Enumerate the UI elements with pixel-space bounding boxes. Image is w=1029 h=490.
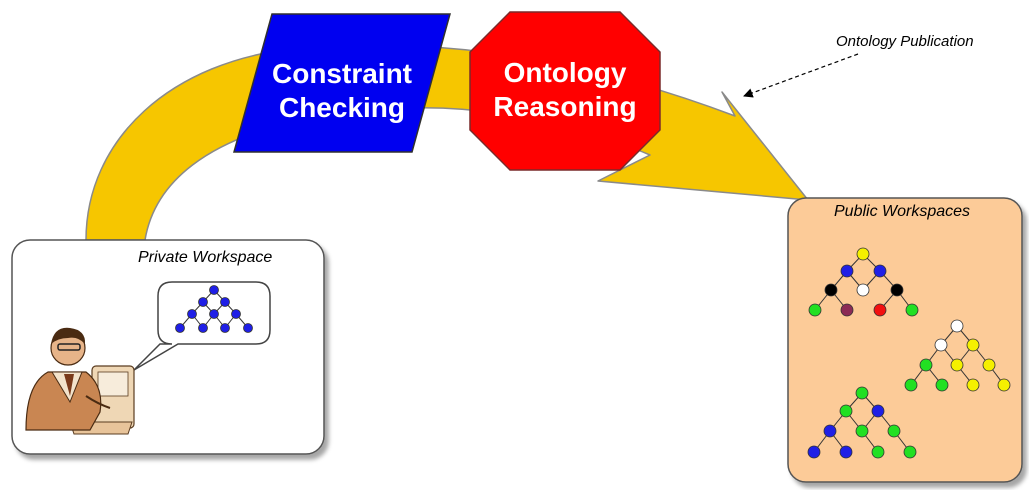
tree-node	[839, 404, 853, 418]
tree-node	[873, 303, 887, 317]
tree-node	[856, 283, 870, 297]
private-ontology-tree	[175, 285, 253, 333]
person-at-computer-icon	[25, 327, 135, 435]
public-workspaces-panel: Public Workspaces	[787, 197, 1023, 483]
tree-node	[840, 303, 854, 317]
public-workspaces-label: Public Workspaces	[834, 203, 970, 220]
tree-node	[856, 247, 870, 261]
private-tree-nodes	[175, 285, 253, 333]
speech-bubble-icon	[133, 281, 271, 371]
tree-node	[890, 283, 904, 297]
tree-node	[823, 424, 837, 438]
tree-node	[887, 424, 901, 438]
constraint-label-line1: Constraint	[272, 58, 412, 89]
tree-node	[807, 445, 821, 459]
tree-node	[982, 358, 996, 372]
public-tree-1	[808, 247, 919, 317]
tree-node	[209, 309, 219, 319]
tree-node	[220, 323, 230, 333]
tree-node	[935, 378, 949, 392]
publication-dashed-arrow	[743, 53, 859, 98]
private-workspace-panel: Private Workspace	[11, 239, 325, 455]
tree-node	[808, 303, 822, 317]
tree-node	[919, 358, 933, 372]
tree-node	[997, 378, 1011, 392]
tree-node	[243, 323, 253, 333]
tree-node	[824, 283, 838, 297]
tree-node	[904, 378, 918, 392]
tree-node	[950, 358, 964, 372]
publication-label: Ontology Publication	[836, 33, 974, 50]
tree-node	[873, 264, 887, 278]
public-tree-2	[904, 319, 1011, 392]
tree-node	[934, 338, 948, 352]
tree-node	[903, 445, 917, 459]
constraint-label-line2: Checking	[279, 92, 405, 123]
tree-node	[855, 424, 869, 438]
tree-node	[198, 297, 208, 307]
reasoning-label-line2: Reasoning	[493, 91, 636, 122]
tree-node	[950, 319, 964, 333]
constraint-checking-box: Constraint Checking	[233, 13, 451, 153]
tree-node	[198, 323, 208, 333]
tree-node	[871, 445, 885, 459]
tree-node	[966, 378, 980, 392]
tree-node	[175, 323, 185, 333]
tree-node	[871, 404, 885, 418]
reasoning-label-line1: Ontology	[504, 57, 627, 88]
tree-node	[187, 309, 197, 319]
tree-node	[855, 386, 869, 400]
ontology-reasoning-octagon: Ontology Reasoning	[469, 11, 661, 171]
public-ontology-trees	[807, 247, 1011, 459]
tree-node	[839, 445, 853, 459]
tree-node	[231, 309, 241, 319]
tree-node	[209, 285, 219, 295]
tree-node	[220, 297, 230, 307]
private-workspace-label: Private Workspace	[138, 249, 272, 266]
tree-node	[840, 264, 854, 278]
public-tree-3	[807, 386, 917, 459]
tree-node	[905, 303, 919, 317]
workflow-arrow	[85, 44, 809, 241]
tree-node	[966, 338, 980, 352]
